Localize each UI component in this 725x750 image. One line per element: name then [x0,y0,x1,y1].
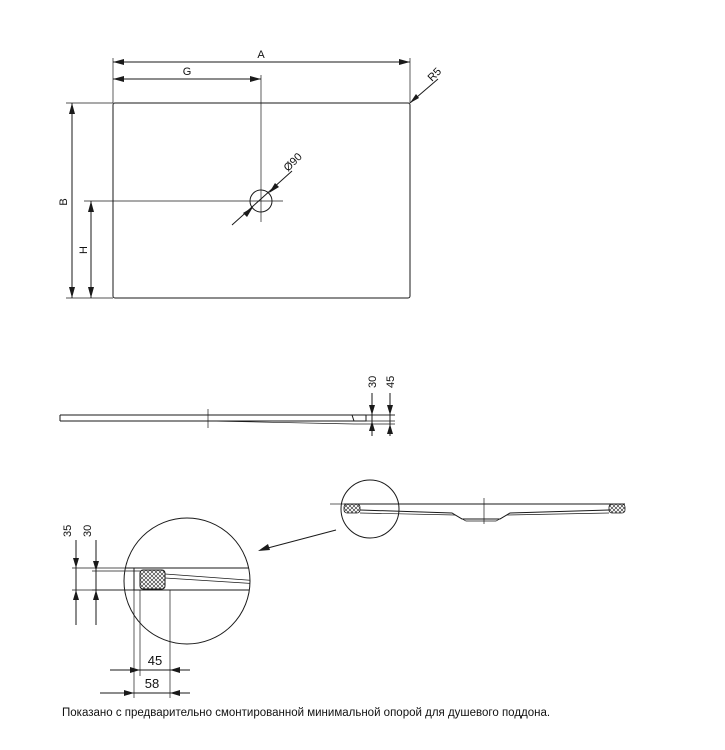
dimension-side-30: 30 [367,376,379,436]
dimension-detail-35: 35 [62,525,79,625]
dimension-detail-30: 30 [82,525,99,625]
dimension-a: A [113,49,410,65]
dimension-detail-45: 45 [110,653,190,673]
section-view [330,479,626,539]
dim-label-detail-30: 30 [82,525,94,537]
drain-outlet: Ø90 [231,151,305,226]
dim-label-side-30: 30 [367,376,379,388]
dim-label-side-45: 45 [385,376,397,388]
dim-label-detail-45: 45 [148,653,162,668]
detail-circle [123,517,251,645]
dimension-g: G [113,66,261,82]
caption: Показано с предварительно смонтированной… [62,707,551,719]
dimension-h: H [78,201,94,298]
dim-label-detail-35: 35 [62,525,74,537]
dim-label-detail-58: 58 [145,676,159,691]
detail-arrow [258,529,337,551]
side-view: 30 45 [59,376,397,436]
tray-outline [112,102,411,299]
dim-label-diameter: Ø90 [282,151,305,174]
top-view: A G R5 B H [58,49,444,299]
detail-view: 35 30 45 58 [62,517,251,698]
dimension-r5: R5 [409,66,444,104]
detail-marker-circle [340,479,400,539]
dimension-detail-58: 58 [100,676,190,696]
dim-label-g: G [183,66,192,78]
dim-label-r5: R5 [426,66,444,84]
dimension-b: B [58,103,75,298]
dim-label-a: A [257,49,265,61]
dim-label-h: H [78,246,90,254]
dim-label-b: B [58,198,70,205]
dimension-side-45: 45 [385,376,397,436]
